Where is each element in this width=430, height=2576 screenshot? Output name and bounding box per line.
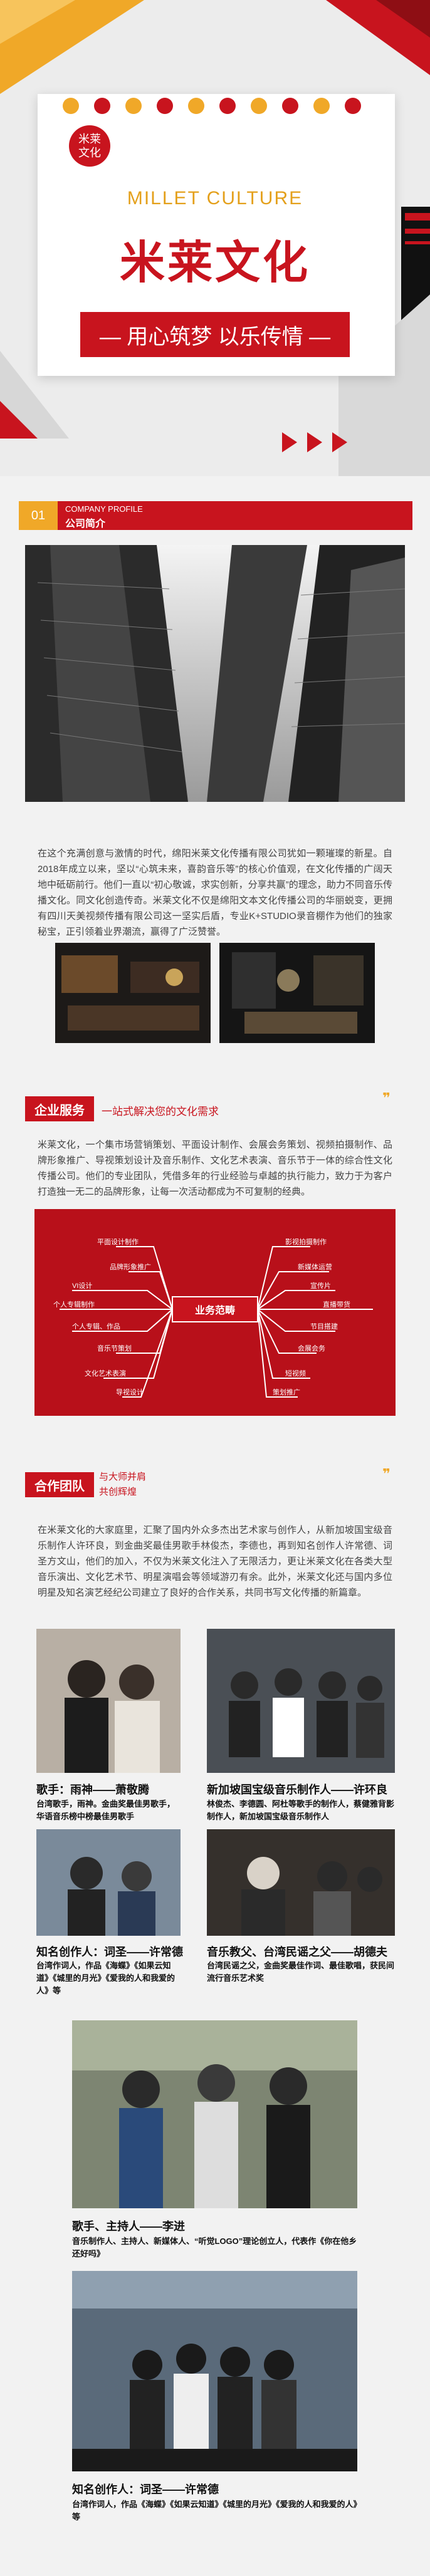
diagram-right-item: 节目搭建 xyxy=(310,1323,338,1331)
studio-image xyxy=(55,943,211,1043)
member-photo xyxy=(36,1629,181,1773)
member-title: 知名创作人：词圣——许常德 xyxy=(36,1946,183,1958)
studio-photo-1 xyxy=(55,943,211,1043)
buildings-image xyxy=(25,545,405,802)
studio-image xyxy=(219,943,375,1043)
decor-dot xyxy=(188,98,204,114)
diagram-left-item: VI设计 xyxy=(72,1282,93,1290)
hero-decoration xyxy=(0,0,430,476)
profile-label-cn: 公司简介 xyxy=(65,519,106,529)
member-title: 知名创作人：词圣——许常德 xyxy=(72,2483,219,2496)
member-title: 歌手、主持人——李进 xyxy=(72,2220,185,2233)
services-diagram: 业务范畴 平面设计制作 品牌形象推广 VI设计 个人专辑制作 个人专辑、作品 音… xyxy=(34,1209,396,1416)
city-buildings-photo xyxy=(25,545,405,802)
diagram-right-item: 短视频 xyxy=(285,1370,306,1378)
services-text: 米莱文化，一个集市场营销策划、平面设计制作、会展会务策划、视频拍摄制作、品牌形象… xyxy=(38,1140,392,1197)
quote-icon: ❞ xyxy=(382,1466,391,1482)
hero-title-cn: 米莱文化 xyxy=(119,238,310,288)
decor-dot xyxy=(94,98,110,114)
member-desc: 台湾作词人，作品《海蝶》《如果云知道》《城里的月光》《爱我的人和我爱的人》等 xyxy=(36,1961,176,1995)
diagram-left-item: 个人专辑制作 xyxy=(53,1301,95,1309)
member-title: 音乐教父、台湾民谣之父——胡德夫 xyxy=(207,1946,387,1958)
team-tag-label: 合作团队 xyxy=(34,1479,85,1493)
member-desc: 林俊杰、李德圆、阿杜等歌手的制作人，蔡健雅背影制作人，新加坡国宝级音乐制作人 xyxy=(207,1799,395,1821)
diagram-left-item: 平面设计制作 xyxy=(97,1239,139,1246)
diagram-right-item: 影视拍摄制作 xyxy=(285,1239,327,1246)
member-photo xyxy=(72,2271,357,2471)
profile-number: 01 xyxy=(19,501,58,530)
arrow-icon xyxy=(332,432,347,452)
profile-label-en: COMPANY PROFILE xyxy=(65,504,143,514)
member-desc: 音乐制作人、主持人、新媒体人、“听觉LOGO”理论创立人，代表作《你在他乡还好吗… xyxy=(72,2236,357,2258)
member-photo xyxy=(207,1829,395,1936)
diagram-center: 业务范畴 xyxy=(194,1306,235,1316)
profile-text: 在这个充满创意与激情的时代，绵阳米莱文化传播有限公司犹如一颗璀璨的新星。自201… xyxy=(38,848,392,937)
member-desc: 台湾歌手，雨神。金曲奖最佳男歌手，华语音乐榜中榜最佳男歌手 xyxy=(36,1799,176,1821)
decor-dot xyxy=(282,98,298,114)
hero-slogan: — 用心筑梦 以乐传情 — xyxy=(99,325,331,349)
member-title: 歌手：雨神——萧敬腾 xyxy=(36,1784,149,1796)
diagram-right-item: 直播带货 xyxy=(323,1301,350,1309)
team-subtitle-1: 与大师并肩 xyxy=(99,1472,147,1482)
team-text: 在米莱文化的大家庭里，汇聚了国内外众多杰出艺术家与创作人，从新加坡国宝级音乐制作… xyxy=(38,1525,392,1598)
arrow-icon xyxy=(307,432,322,452)
seal-text: 米莱文化 xyxy=(78,133,101,159)
member-photo xyxy=(36,1829,181,1936)
diagram-left-item: 导视设计 xyxy=(116,1389,144,1396)
diagram-right-item: 策划推广 xyxy=(273,1389,300,1396)
diagram-left-item: 品牌形象推广 xyxy=(110,1264,151,1271)
profile-header-bar xyxy=(19,501,412,530)
decor-dot xyxy=(125,98,142,114)
team-subtitle-2: 共创辉煌 xyxy=(99,1487,137,1497)
decor-dot xyxy=(345,98,361,114)
decor-dot xyxy=(219,98,236,114)
decor-dot xyxy=(251,98,267,114)
hero-slogan-banner: — 用心筑梦 以乐传情 — xyxy=(80,312,350,357)
studio-photo-2 xyxy=(219,943,375,1043)
arrow-icon xyxy=(282,432,297,452)
team-tag: 合作团队 xyxy=(25,1472,94,1497)
member-photo xyxy=(207,1629,395,1773)
services-subtitle: 一站式解决您的文化需求 xyxy=(102,1106,219,1118)
diagram-left-item: 个人专辑、作品 xyxy=(72,1323,120,1331)
member-desc: 台湾民谣之父，金曲奖最佳作词、最佳歌唱，获民间流行音乐艺术奖 xyxy=(207,1961,395,1983)
decor-dot xyxy=(157,98,173,114)
services-tag: 企业服务 xyxy=(25,1096,94,1121)
services-tag-label: 企业服务 xyxy=(34,1103,85,1118)
member-photo xyxy=(72,2020,357,2208)
brand-seal-logo: 米莱文化 xyxy=(69,125,110,167)
hero-section: 米莱文化 MILLET CULTURE 米莱文化 — 用心筑梦 以乐传情 — xyxy=(0,0,430,476)
diagram-right-item: 宣传片 xyxy=(310,1282,331,1290)
diagram-right-item: 新媒体运营 xyxy=(298,1264,332,1271)
decor-dot xyxy=(63,98,79,114)
diagram-right-item: 会展会务 xyxy=(298,1345,325,1353)
hero-title-en: MILLET CULTURE xyxy=(127,188,303,209)
member-title: 新加坡国宝级音乐制作人——许环良 xyxy=(207,1784,387,1796)
quote-icon: ❞ xyxy=(382,1090,391,1106)
member-desc: 台湾作词人，作品《海蝶》《如果云知道》《城里的月光》《爱我的人和我爱的人》等 xyxy=(72,2500,358,2521)
diagram-lines xyxy=(60,1246,373,1398)
decor-dot xyxy=(313,98,330,114)
diagram-left-item: 音乐节策划 xyxy=(97,1345,132,1353)
diagram-left-item: 文化艺术表演 xyxy=(85,1370,126,1378)
